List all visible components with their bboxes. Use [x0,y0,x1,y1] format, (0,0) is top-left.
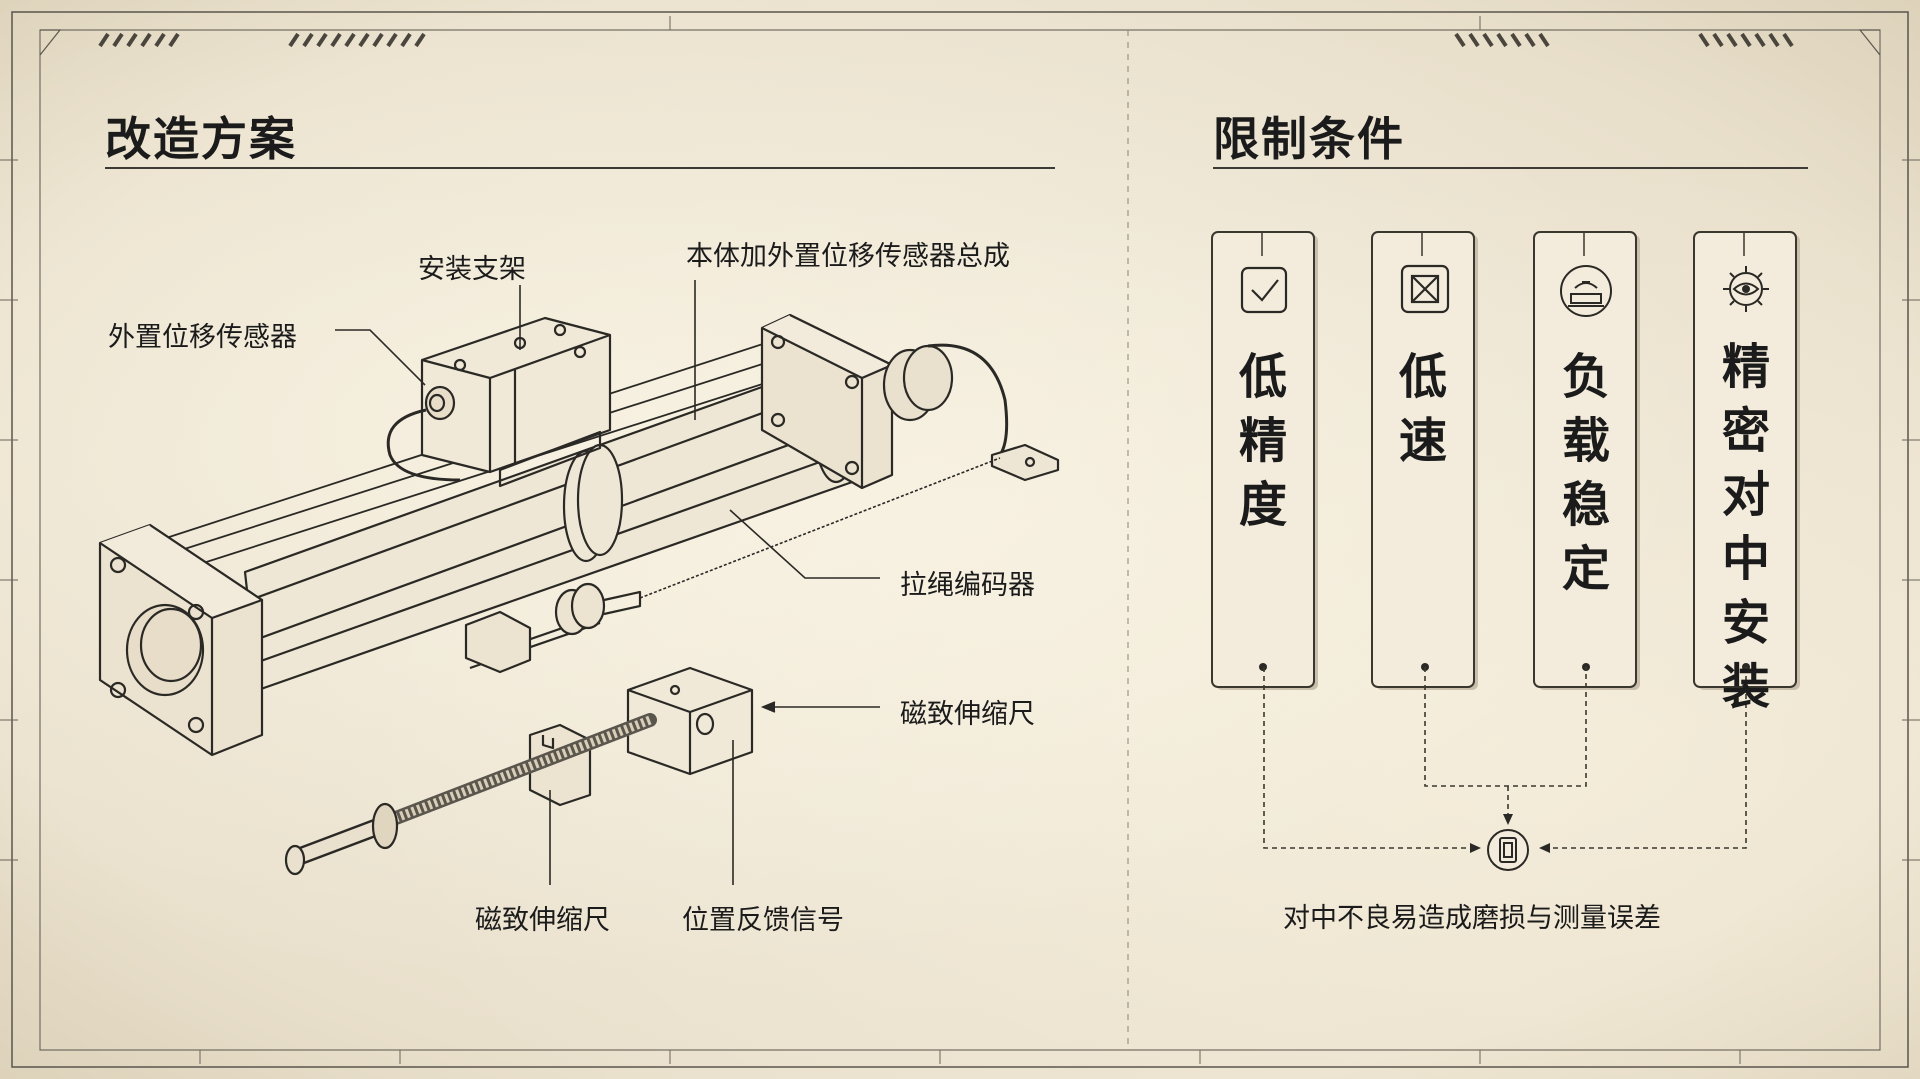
checkbox-check-icon [1240,266,1288,314]
label-mount-bracket: 安装支架 [418,254,526,285]
card-precision-alignment [1693,231,1800,690]
card-text-low-speed: 低速 [1398,349,1447,469]
page-frame [0,11,1920,1068]
hatch-strip-left [98,32,426,48]
cylinder-illustration [98,313,1060,876]
card-low-speed [1371,231,1478,690]
card-text-precision-alignment: 精密对中安装 [1721,339,1770,715]
constraint-cards [1211,231,1800,690]
piston-collar [562,443,624,563]
rear-port [882,343,1009,456]
card-text-low-precision: 低精度 [1238,349,1287,533]
connector-lines [1263,667,1747,849]
draw-wire-line [639,457,1001,599]
rear-bracket [990,443,1060,482]
document-node-icon [1487,829,1529,871]
box-x-icon [1400,264,1450,314]
hatch-strip-right [1454,32,1794,48]
card-stable-load [1533,231,1640,690]
gear-eye-icon [1723,266,1769,312]
label-magnetostrictive-bottom: 磁致伸缩尺 [475,905,610,936]
right-section-title: 限制条件 [1213,112,1405,166]
label-position-feedback: 位置反馈信号 [682,905,844,936]
right-end-cap [760,313,894,490]
card-low-precision [1211,231,1318,690]
magnetostrictive-assembly [284,666,754,876]
leader-lines [335,280,880,885]
left-end-cap [98,523,264,757]
connector-arrowheads [1470,814,1550,853]
piston-rod [464,582,642,674]
card-text-stable-load: 负载稳定 [1561,349,1610,597]
label-external-sensor: 外置位移传感器 [108,322,297,353]
alignment-warning-note: 对中不良易造成磨损与测量误差 [1283,903,1661,934]
sensor-box [386,316,612,488]
label-assembly: 本体加外置位移传感器总成 [686,241,1010,272]
label-magnetostrictive-right: 磁致伸缩尺 [900,699,1035,730]
label-draw-wire-encoder: 拉绳编码器 [900,570,1035,601]
left-section-title: 改造方案 [105,112,297,166]
weight-load-icon [1560,265,1612,317]
